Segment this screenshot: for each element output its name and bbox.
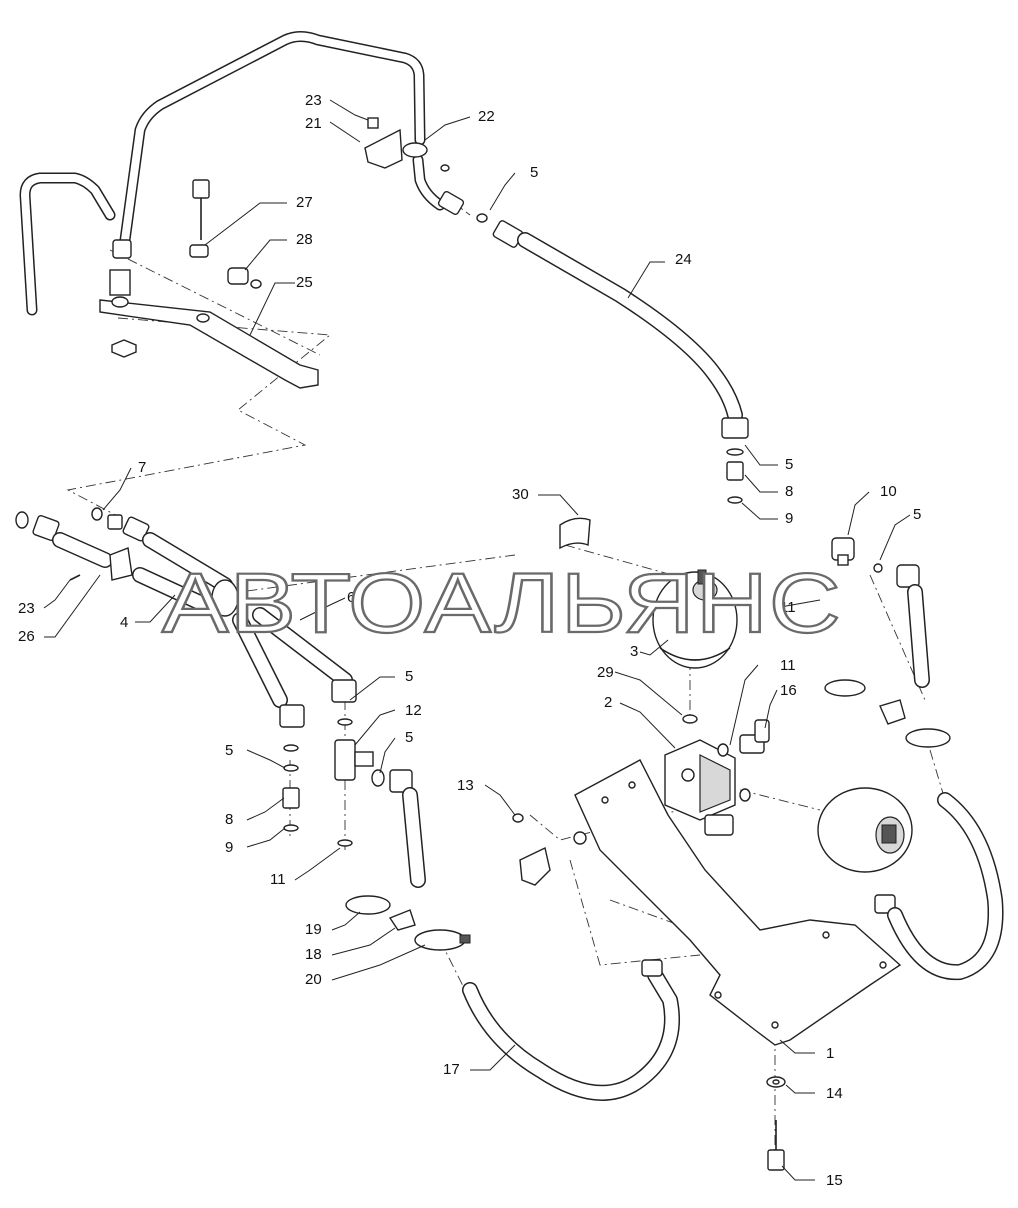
accumulator-right	[817, 787, 1004, 981]
left-hose-assembly	[15, 507, 357, 832]
bracket-25	[99, 239, 319, 389]
callout-labels: 23 21 22 5 27 28 25 24 5 8 9 7 30 10 5 2…	[18, 92, 921, 1189]
mounting-plate-1	[574, 759, 902, 1046]
bolt-15-washer-14	[766, 1076, 786, 1171]
callout-5: 5	[405, 668, 413, 685]
clamp-set-left	[345, 895, 471, 951]
callout-2: 2	[604, 694, 612, 711]
callout-14: 14	[826, 1085, 843, 1102]
callout-24: 24	[675, 251, 692, 268]
callout-17: 17	[443, 1061, 460, 1078]
leader-lines	[43, 99, 911, 1181]
callout-10: 10	[880, 483, 897, 500]
callout-1: 1	[826, 1045, 834, 1062]
callout-9: 9	[225, 839, 233, 856]
callout-11: 11	[780, 657, 796, 674]
hose-24	[437, 190, 749, 504]
callout-8: 8	[225, 811, 233, 828]
callout-23: 23	[18, 600, 35, 617]
bracket-21	[364, 117, 450, 172]
rigid-brake-tube-top	[19, 31, 446, 316]
callout-27: 27	[296, 194, 313, 211]
callout-3: 3	[630, 643, 638, 660]
bolt-clamp-27-28	[189, 179, 262, 289]
callout-15: 15	[826, 1172, 843, 1189]
callout-5: 5	[225, 742, 233, 759]
valve-block-2	[512, 719, 770, 886]
callout-4: 4	[120, 614, 128, 631]
callout-12: 12	[405, 702, 422, 719]
callout-11: 11	[780, 599, 796, 616]
callout-11: 11	[270, 871, 286, 888]
callout-18: 18	[305, 946, 322, 963]
hose-17	[462, 959, 680, 1101]
callout-7: 7	[138, 459, 146, 476]
callout-19: 19	[305, 921, 322, 938]
callout-13: 13	[457, 777, 474, 794]
callout-6: 6	[347, 589, 355, 606]
callout-30: 30	[512, 486, 529, 503]
watermark-text: АВТОАЛЬЯНС	[162, 556, 842, 650]
accumulator-3	[559, 517, 738, 724]
callout-5: 5	[530, 164, 538, 181]
callout-22: 22	[478, 108, 495, 125]
callout-16: 16	[780, 682, 797, 699]
callout-5: 5	[785, 456, 793, 473]
callout-5: 5	[913, 506, 921, 523]
callout-21: 21	[305, 115, 322, 132]
callout-9: 9	[785, 510, 793, 527]
callout-8: 8	[785, 483, 793, 500]
callout-26: 26	[18, 628, 35, 645]
callout-25: 25	[296, 274, 313, 291]
callout-28: 28	[296, 231, 313, 248]
callout-29: 29	[597, 664, 614, 681]
right-hose-top	[824, 537, 951, 748]
callout-5: 5	[405, 729, 413, 746]
callout-20: 20	[305, 971, 322, 988]
tee-fitting-12	[334, 718, 426, 888]
callout-23: 23	[305, 92, 322, 109]
